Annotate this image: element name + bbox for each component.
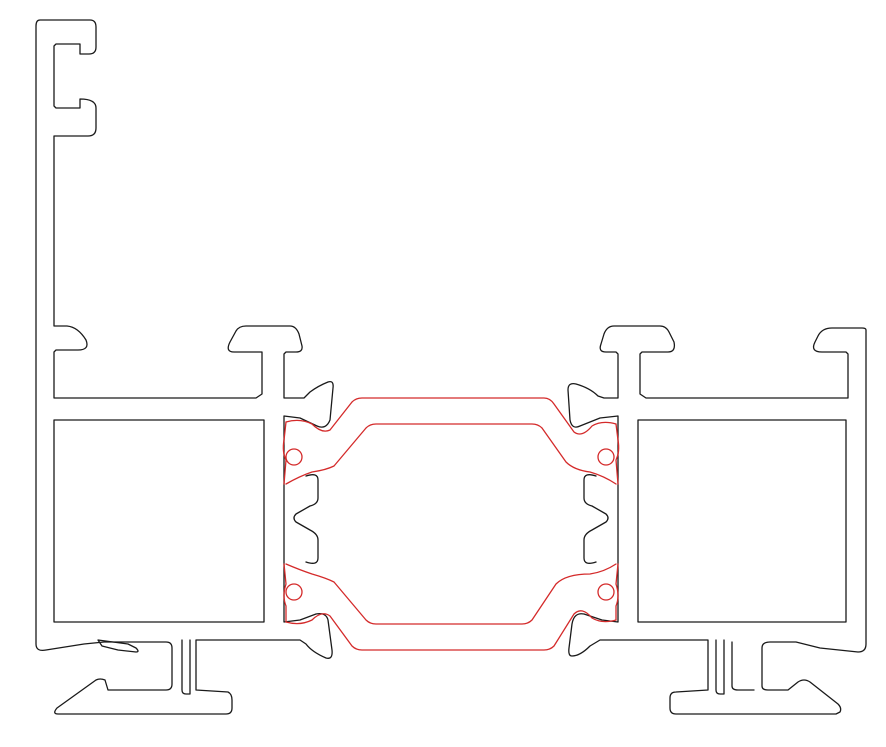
upper-strip-inner-line — [285, 423, 617, 485]
lower-strip-inner-line — [285, 563, 617, 625]
centre-walls — [293, 474, 609, 564]
left-centre-wall — [293, 474, 319, 564]
right-profile — [567, 325, 867, 715]
left-chamber — [53, 419, 265, 623]
upper-right-bead — [597, 448, 615, 466]
upper-strip-outer-line — [285, 397, 617, 435]
right-profile-lower-slot — [731, 641, 755, 691]
right-centre-wall — [583, 474, 609, 564]
left-profile-outline — [35, 19, 334, 715]
right-chamber — [637, 419, 847, 623]
upper-left-bead — [285, 448, 303, 466]
left-profile — [35, 19, 334, 715]
upper-thermal-strip — [282, 397, 620, 485]
lower-strip-right-hook — [615, 563, 619, 621]
lower-left-bead — [285, 583, 303, 601]
upper-strip-right-hook — [615, 423, 620, 485]
lower-thermal-strip — [283, 563, 619, 651]
left-profile-lower-slot — [97, 639, 139, 653]
lower-strip-outer-line — [285, 610, 617, 651]
right-profile-outline — [567, 325, 867, 715]
lower-right-bead — [597, 583, 615, 601]
right-profile-foot-channel — [715, 639, 725, 695]
left-profile-foot-channel — [181, 639, 191, 695]
lower-strip-left-hook — [283, 563, 287, 623]
